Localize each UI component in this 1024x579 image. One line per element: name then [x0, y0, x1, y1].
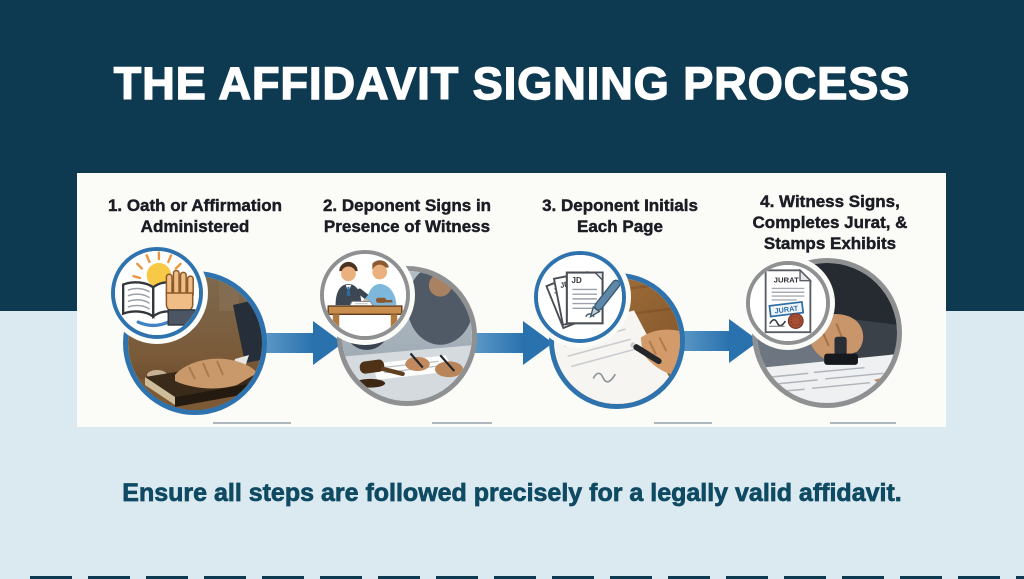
- step-4-icon-circle: JURAT JURAT: [746, 261, 830, 345]
- jurat-document-seal-icon: JURAT JURAT: [750, 265, 826, 341]
- step-4-title-line2: Completes Jurat, &: [752, 213, 908, 232]
- footer-note: Ensure all steps are followed precisely …: [122, 479, 902, 508]
- page-title: THE AFFIDAVIT SIGNING PROCESS: [113, 57, 911, 109]
- clipped-caption-fragment: [830, 422, 896, 424]
- step-3-title-line2: Each Page: [577, 217, 663, 236]
- step-4-title-line3: Stamps Exhibits: [763, 234, 897, 253]
- stacked-initialed-pages-pen-icon: JD JD JD: [538, 255, 622, 339]
- page-initials-label: JD: [572, 276, 582, 285]
- arrow-right-icon: [473, 321, 553, 365]
- step-2-title-line1: 2. Deponent Signs in: [322, 196, 492, 215]
- step-1-title: 1. Oath or Affirmation Administered: [77, 195, 313, 237]
- step-1-title-line1: 1. Oath or Affirmation: [107, 196, 283, 215]
- process-steps-card: 1. Oath or Affirmation Administered 2. D…: [77, 173, 946, 427]
- step-3-icon-circle: JD JD JD: [534, 251, 626, 343]
- arrow-right-icon: [679, 319, 759, 363]
- step-1-title-line2: Administered: [140, 217, 250, 236]
- step-4-title-line1: 4. Witness Signs,: [760, 192, 900, 211]
- step-3-title: 3. Deponent Initials Each Page: [502, 195, 738, 237]
- step-3-title-line1: 3. Deponent Initials: [542, 196, 698, 215]
- clipped-caption-fragment: [654, 422, 712, 424]
- clipped-caption-fragment: [432, 422, 492, 424]
- jurat-doc-title: JURAT: [774, 275, 799, 284]
- open-book-raised-hand-sun-icon: [115, 251, 199, 335]
- step-2-title: 2. Deponent Signs in Presence of Witness: [289, 195, 525, 237]
- arrow-right-icon: [263, 321, 343, 365]
- step-2-title-line2: Presence of Witness: [323, 217, 491, 236]
- page-initials-label: JD: [559, 279, 571, 290]
- clipped-caption-fragment: [213, 422, 291, 424]
- step-2-icon-circle: [320, 250, 410, 340]
- clipped-footer-text-strip: [30, 576, 1024, 579]
- step-1-icon-circle: [111, 247, 203, 339]
- step-4-title: 4. Witness Signs, Completes Jurat, & Sta…: [712, 191, 948, 254]
- two-people-desk-signing-icon: [324, 254, 406, 336]
- jurat-stamp-label: JURAT: [774, 304, 799, 316]
